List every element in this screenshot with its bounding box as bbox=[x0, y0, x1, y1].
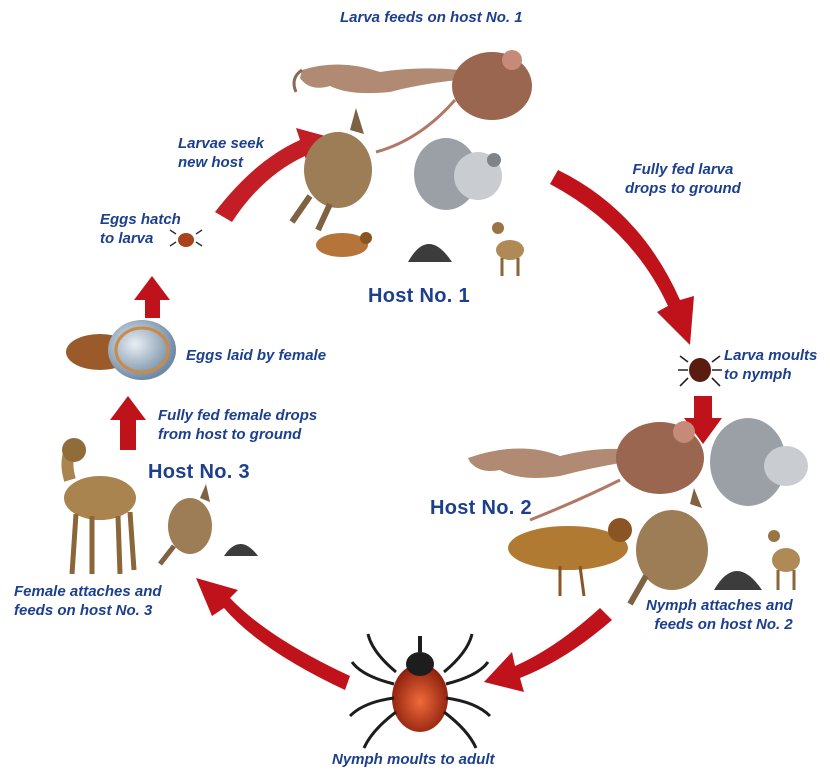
hedgehog-icon bbox=[714, 571, 762, 590]
deer-icon bbox=[768, 530, 800, 590]
hare-icon bbox=[160, 484, 212, 564]
hare-icon bbox=[292, 108, 372, 230]
label-nymph-moults: Nymph moults to adult bbox=[332, 750, 495, 769]
squirrel-icon bbox=[414, 138, 502, 210]
host-2-title: Host No. 2 bbox=[430, 496, 532, 520]
arrow-host3-to-female-drop bbox=[110, 396, 146, 450]
hedgehog-icon bbox=[224, 544, 258, 556]
arrow-host2-to-adult bbox=[484, 608, 612, 692]
label-larva-feeds: Larva feeds on host No. 1 bbox=[340, 8, 523, 27]
lizard-icon bbox=[294, 64, 465, 93]
label-eggs-laid: Eggs laid by female bbox=[186, 346, 326, 365]
bird-icon bbox=[508, 518, 632, 596]
label-larva-moults: Larva moults to nymph bbox=[724, 346, 817, 384]
host3-animals bbox=[62, 438, 258, 574]
label-nymph-attaches: Nymph attaches and feeds on host No. 2 bbox=[646, 596, 793, 634]
host-3-title: Host No. 3 bbox=[148, 460, 250, 484]
hare-icon bbox=[630, 488, 708, 604]
adult-tick-icon bbox=[350, 634, 490, 748]
nymph-tick-icon bbox=[678, 356, 722, 386]
bird-icon bbox=[316, 232, 372, 257]
hedgehog-icon bbox=[408, 244, 452, 262]
arrow-adult-to-host3 bbox=[196, 578, 350, 690]
label-female-drops: Fully fed female drops from host to grou… bbox=[158, 406, 317, 444]
label-larvae-seek: Larvae seek new host bbox=[178, 134, 264, 172]
arrow-eggs-laid-up bbox=[134, 276, 170, 318]
label-eggs-hatch: Eggs hatch to larva bbox=[100, 210, 181, 248]
host-1-title: Host No. 1 bbox=[368, 284, 470, 308]
host1-animals bbox=[292, 50, 532, 276]
squirrel-icon bbox=[710, 418, 808, 506]
deer-icon bbox=[492, 222, 524, 276]
deer-icon bbox=[62, 438, 136, 574]
lizard-icon bbox=[468, 448, 634, 478]
eggs-icon bbox=[66, 320, 176, 380]
label-fully-fed-larva: Fully fed larva drops to ground bbox=[625, 160, 741, 198]
mouse-icon bbox=[376, 50, 532, 152]
label-female-attaches: Female attaches and feeds on host No. 3 bbox=[14, 582, 162, 620]
